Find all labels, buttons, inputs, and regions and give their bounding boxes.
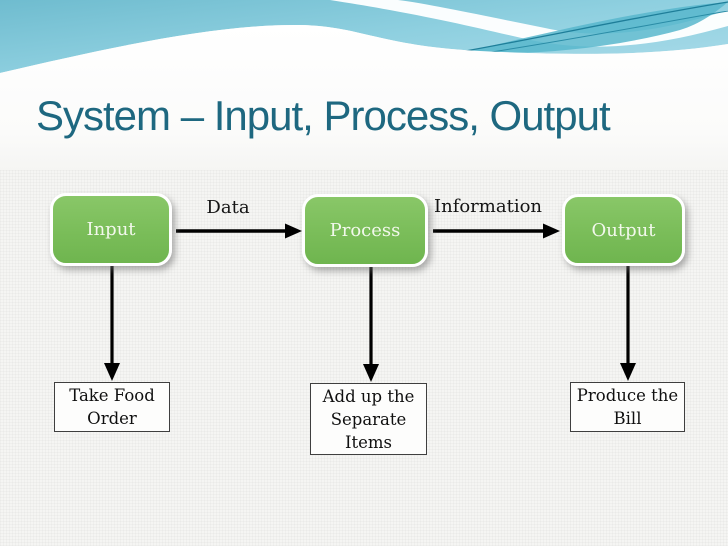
node-output: Output <box>562 194 685 266</box>
wave-right-accent-line-1 <box>459 1 728 53</box>
wave-right-accent-line-2 <box>471 10 728 56</box>
node-input: Input <box>50 193 172 266</box>
detail-box-add-up-items: Add up the Separate Items <box>310 383 427 455</box>
detail-box-line: Produce the <box>576 386 679 405</box>
detail-box-line: Separate <box>330 409 407 429</box>
node-output-label: Output <box>591 219 656 241</box>
detail-box-line: Items <box>344 432 393 452</box>
detail-box-produce-bill: Produce the Bill <box>570 382 685 432</box>
wave-white-foreground <box>0 24 728 170</box>
detail-box-take-food-order: Take Food Order <box>54 382 170 432</box>
node-process-label: Process <box>329 220 401 241</box>
slide-title: System – Input, Process, Output <box>36 92 611 139</box>
detail-box-line: Bill <box>613 409 642 428</box>
detail-box-line: Take Food <box>69 386 155 405</box>
detail-box-line: Add up the <box>322 386 415 406</box>
edge-label-information: Information <box>433 196 543 217</box>
wave-right-teal-band <box>468 2 728 53</box>
arrow-input-process <box>176 223 302 239</box>
arrow-process-to-detail <box>363 267 379 382</box>
header-wave-decoration <box>0 0 728 170</box>
node-process: Process <box>302 194 428 267</box>
arrow-output-to-detail <box>620 266 636 381</box>
node-input-label: Input <box>86 219 136 240</box>
arrow-process-output <box>433 223 560 239</box>
wave-teal-band <box>0 0 728 73</box>
arrow-input-to-detail <box>104 266 120 381</box>
detail-box-line: Order <box>87 409 137 428</box>
edge-label-data: Data <box>206 197 250 218</box>
